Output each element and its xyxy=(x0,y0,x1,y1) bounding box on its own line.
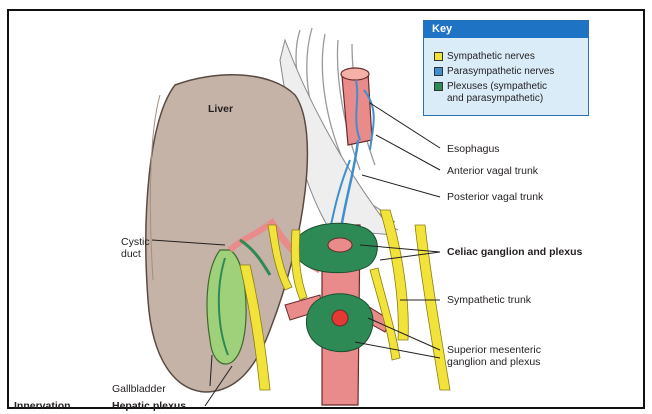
label-innervation: Innervation xyxy=(14,400,71,412)
parasympathetic-swatch-icon xyxy=(434,67,443,76)
plexus-swatch-icon xyxy=(434,82,443,91)
key-item-label: Parasympathetic nerves xyxy=(447,66,554,77)
key-item-label-line2: and parasympathetic) xyxy=(447,93,543,104)
key-title: Key xyxy=(424,21,588,38)
label-sup-mes-1: Superior mesenteric xyxy=(447,344,541,356)
key-item-label: Plexuses (sympathetic xyxy=(447,81,547,92)
label-hepatic-plexus: Hepatic plexus xyxy=(112,400,186,412)
key-item-label: Sympathetic nerves xyxy=(447,51,535,62)
label-gallbladder: Gallbladder xyxy=(112,383,166,395)
label-posterior-vagal-trunk: Posterior vagal trunk xyxy=(447,191,543,203)
esophagus xyxy=(341,68,374,150)
sup-mes-artery xyxy=(332,310,348,326)
label-celiac-ganglion: Celiac ganglion and plexus xyxy=(447,246,582,258)
label-liver: Liver xyxy=(208,103,233,115)
label-anterior-vagal-trunk: Anterior vagal trunk xyxy=(447,165,538,177)
label-sup-mes-2: ganglion and plexus xyxy=(447,356,540,368)
key-legend: Key Sympathetic nerves Parasympathetic n… xyxy=(423,20,589,116)
celiac-trunk xyxy=(328,238,352,252)
label-cystic-duct-1: Cystic xyxy=(121,236,150,248)
label-esophagus: Esophagus xyxy=(447,143,500,155)
label-sympathetic-trunk: Sympathetic trunk xyxy=(447,294,531,306)
sympathetic-swatch-icon xyxy=(434,52,443,61)
label-cystic-duct-2: duct xyxy=(121,248,141,260)
